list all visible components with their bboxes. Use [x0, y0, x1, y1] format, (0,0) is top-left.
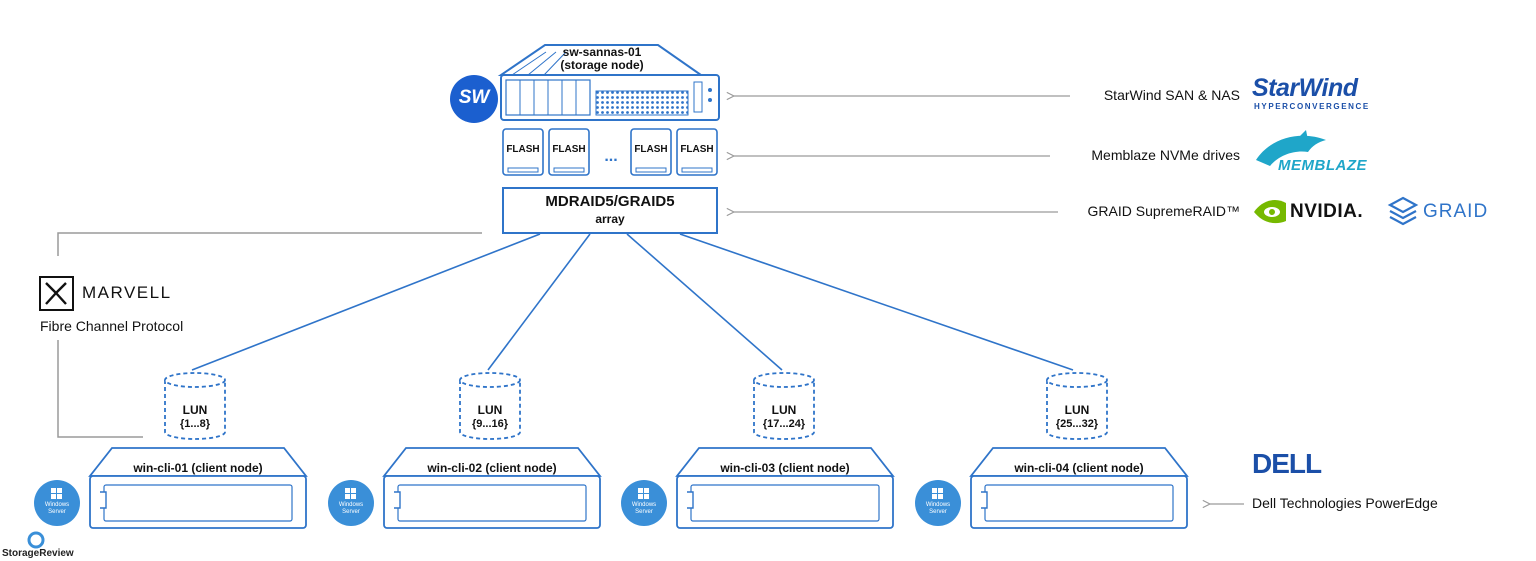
annotation-dell: Dell Technologies PowerEdge [1252, 495, 1438, 511]
marvell-logo-icon [39, 276, 74, 311]
sw-badge-label: SW [458, 87, 490, 108]
windows-label-4b: Server [929, 509, 947, 515]
client-server-4 [969, 447, 1189, 529]
flash-drive-4 [676, 128, 718, 176]
drive-ellipsis: ... [604, 148, 618, 165]
nvidia-logo-text: NVIDIA. [1290, 201, 1364, 222]
nvidia-eye-icon [1254, 200, 1286, 224]
flash-drive-1 [502, 128, 544, 176]
flash-drive-3 [630, 128, 672, 176]
starwind-logo-text: StarWind [1252, 74, 1358, 102]
windows-label-1a: Windows [44, 502, 70, 508]
lun-cylinder-1 [164, 372, 226, 440]
client-name-2: win-cli-02 (client node) [427, 461, 557, 475]
lun-range-4: {25...32} [1055, 418, 1099, 430]
array-subtitle: array [595, 212, 625, 226]
raid-array-box [502, 187, 718, 234]
link-lun-1 [191, 233, 541, 371]
graid-logo-text: GRAID [1423, 201, 1489, 222]
windows-server-icon-2 [328, 480, 374, 526]
windows-server-badges [34, 480, 961, 526]
fibre-channel-bracket-lower [57, 340, 143, 438]
lun-cylinder-2 [459, 372, 521, 440]
storagereview-logo-text: StorageReview [2, 548, 74, 559]
lun-range-2: {9...16} [471, 418, 509, 430]
dell-logo-text: DELL [1252, 448, 1322, 479]
memblaze-logo-text: MEMBLAZE [1278, 157, 1367, 174]
lun-cylinder-3 [753, 372, 815, 440]
windows-label-2a: Windows [338, 502, 364, 508]
annotation-memblaze: Memblaze NVMe drives [1091, 147, 1240, 163]
windows-label-4a: Windows [925, 502, 951, 508]
flash-label-3: FLASH [634, 144, 668, 155]
client-servers [88, 447, 1189, 529]
lun-cylinder-4 [1046, 372, 1108, 440]
lun-label-4: LUN [1064, 403, 1090, 417]
annotation-graid: GRAID SupremeRAID™ [1087, 203, 1240, 219]
lun-range-1: {1...8} [180, 418, 210, 430]
array-title: MDRAID5/GRAID5 [545, 193, 675, 210]
fabric-links [191, 233, 1074, 371]
link-lun-4 [679, 233, 1074, 371]
lun-label-1: LUN [182, 403, 208, 417]
flash-label-4: FLASH [680, 144, 714, 155]
client-name-4: win-cli-04 (client node) [1014, 461, 1144, 475]
starwind-logo-subtext: HYPERCONVERGENCE [1254, 102, 1370, 111]
storage-node-role: (storage node) [560, 58, 644, 72]
client-server-2 [382, 447, 602, 529]
lun-label-3: LUN [771, 403, 797, 417]
client-server-1 [88, 447, 308, 529]
windows-label-3a: Windows [631, 502, 657, 508]
fibre-channel-label: Fibre Channel Protocol [40, 318, 184, 334]
marvell-logo-text: MARVELL [82, 283, 172, 302]
windows-label-1b: Server [48, 509, 66, 515]
windows-label-2b: Server [342, 509, 360, 515]
storage-node-server [497, 44, 720, 121]
storagereview-logo-icon [27, 531, 45, 549]
memblaze-dolphin-icon [1256, 130, 1326, 166]
windows-server-icon-1 [34, 480, 80, 526]
fibre-channel-bracket [57, 232, 482, 256]
flash-drive-2 [548, 128, 590, 176]
flash-drives [502, 128, 718, 176]
annotation-starwind: StarWind SAN & NAS [1103, 87, 1240, 103]
windows-label-3b: Server [635, 509, 653, 515]
flash-label-1: FLASH [506, 144, 540, 155]
link-lun-2 [487, 233, 591, 371]
starwind-sw-badge-icon [450, 75, 498, 123]
flash-label-2: FLASH [552, 144, 586, 155]
storage-node-name: sw-sannas-01 [562, 45, 642, 59]
link-lun-3 [626, 233, 783, 371]
lun-label-2: LUN [477, 403, 503, 417]
graid-logo-icon [1387, 196, 1419, 226]
lun-range-3: {17...24} [762, 418, 806, 430]
lun-cylinders [164, 372, 1108, 440]
windows-server-icon-3 [621, 480, 667, 526]
windows-server-icon-4 [915, 480, 961, 526]
client-name-3: win-cli-03 (client node) [720, 461, 850, 475]
client-server-3 [675, 447, 895, 529]
client-name-1: win-cli-01 (client node) [133, 461, 263, 475]
annotation-arrows [734, 96, 1244, 504]
